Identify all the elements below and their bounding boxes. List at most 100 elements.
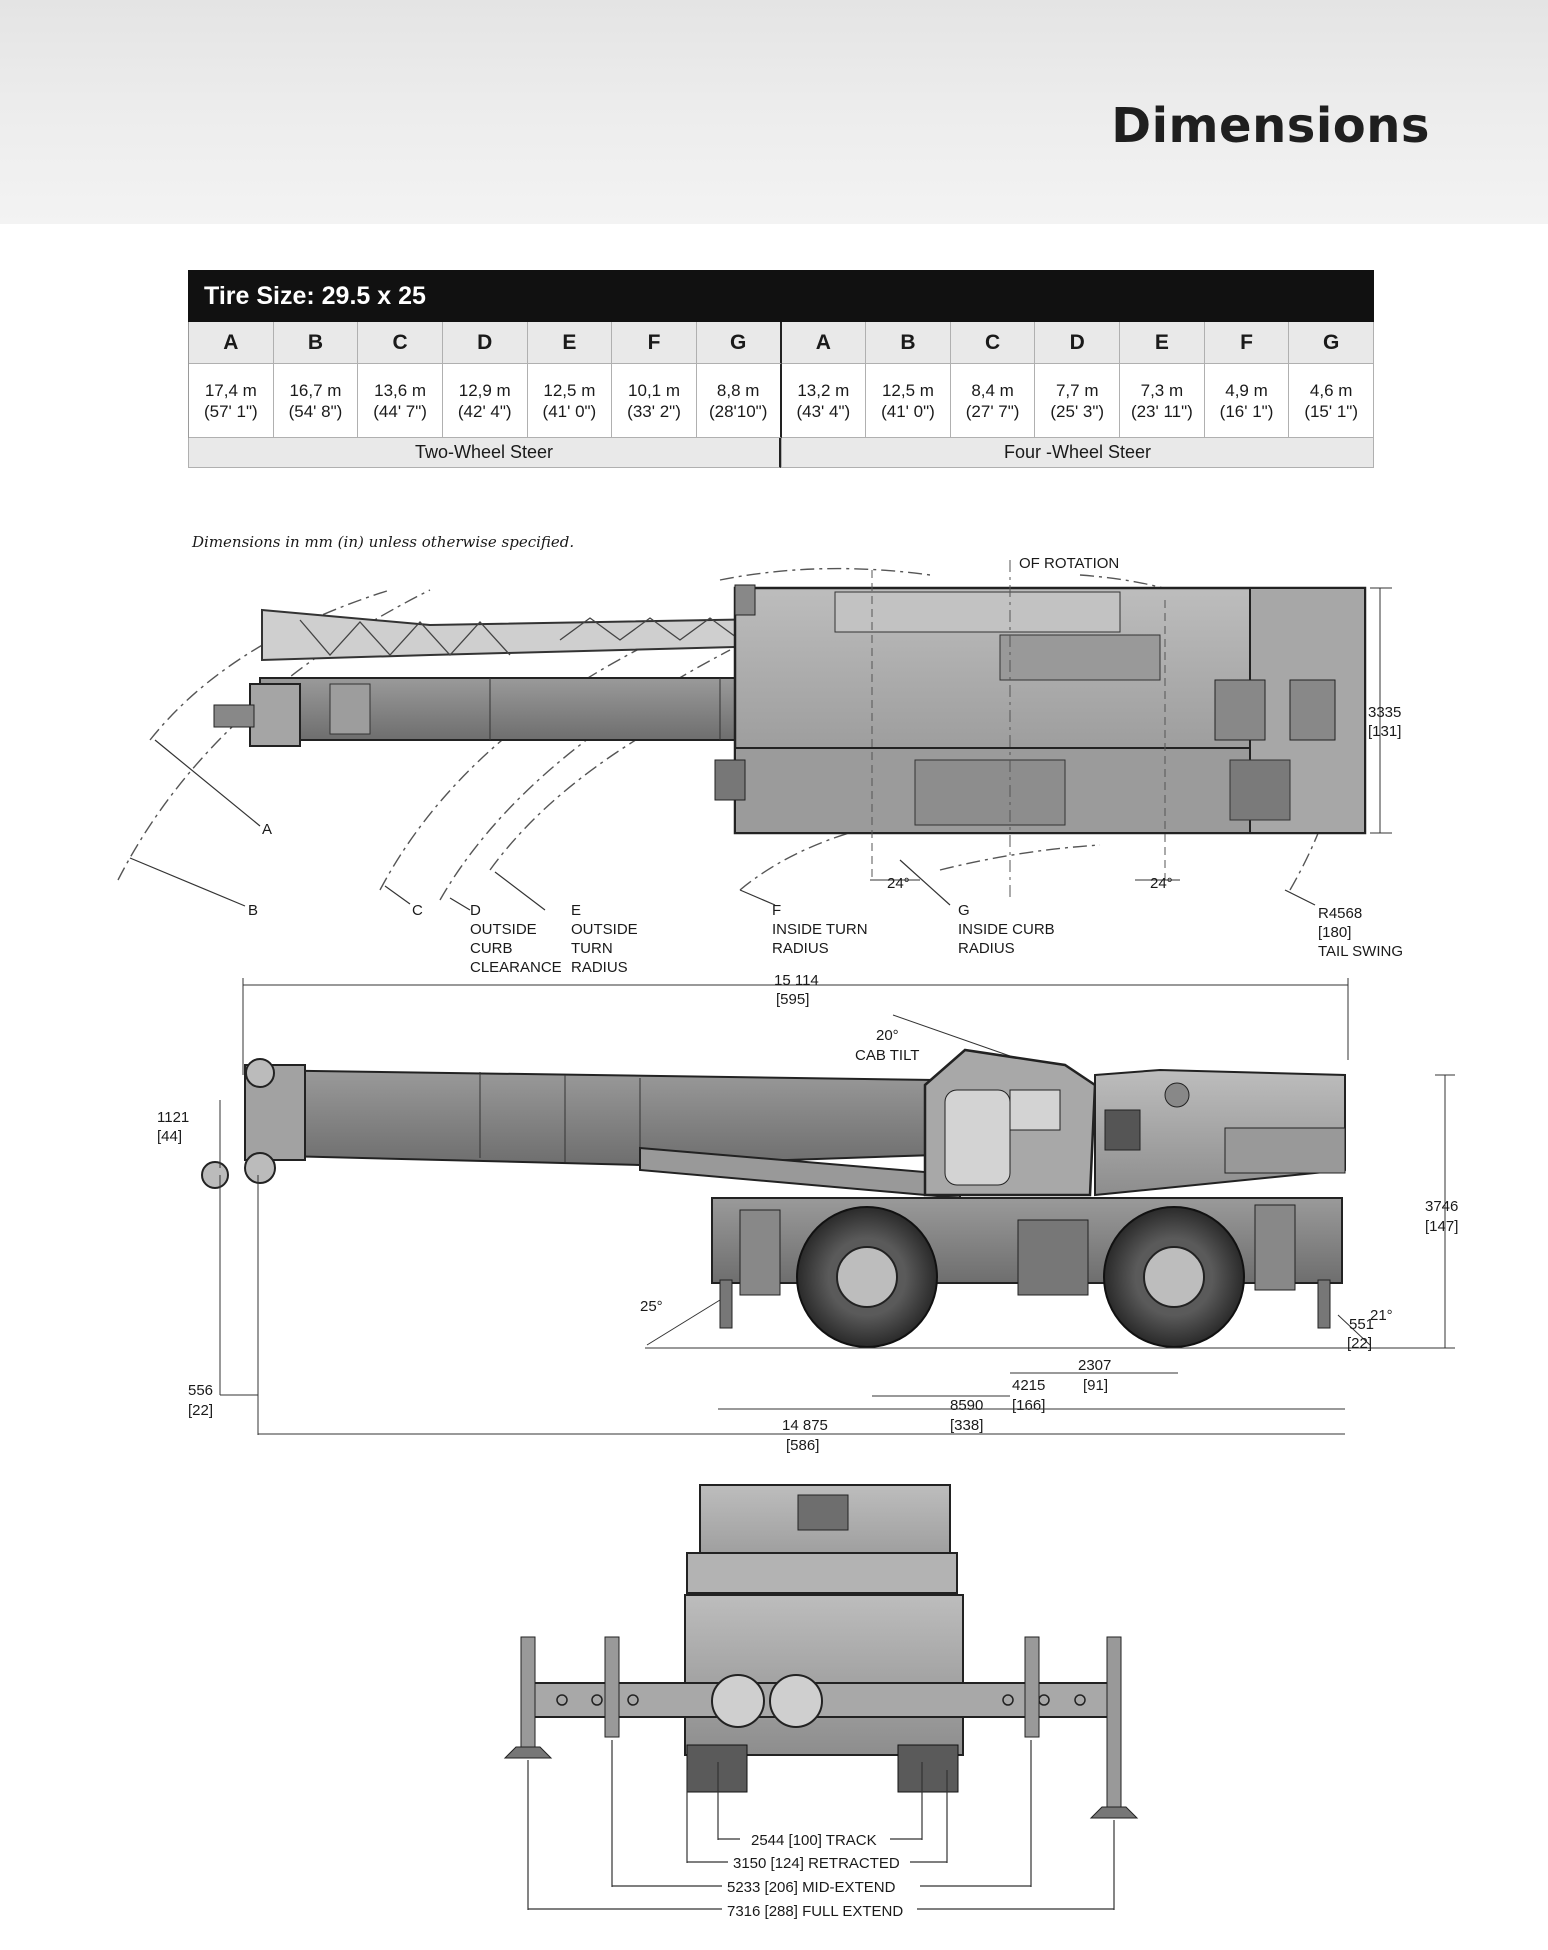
column-header: B xyxy=(273,322,359,364)
column-header: E xyxy=(1120,322,1205,364)
label-d: D xyxy=(470,902,481,919)
metric-value: 4,9 m xyxy=(1225,380,1268,400)
column-header: F xyxy=(612,322,697,364)
overall-length-in: [595] xyxy=(776,991,809,1008)
label-b: B xyxy=(248,902,258,919)
metric-value: 7,3 m xyxy=(1140,380,1184,400)
label-e-line2: OUTSIDE xyxy=(571,921,638,938)
dim-14875-in: [586] xyxy=(786,1437,819,1454)
metric-value: 13,6 m xyxy=(374,380,427,400)
column-header: A xyxy=(781,322,867,364)
side-height-mm: 3746 xyxy=(1425,1198,1458,1215)
imperial-value: (42' 4") xyxy=(457,401,512,421)
label-d-line2: OUTSIDE xyxy=(470,921,537,938)
table-cell: 10,1 m(33' 2") xyxy=(612,364,697,438)
dim-4215-mm: 4215 xyxy=(1012,1377,1045,1394)
column-header: F xyxy=(1204,322,1290,364)
column-header: B xyxy=(866,322,951,364)
four-wheel-steer-label: Four -Wheel Steer xyxy=(781,438,1374,468)
units-note: Dimensions in mm (in) unless otherwise s… xyxy=(192,533,575,551)
imperial-value: (25' 3") xyxy=(1050,401,1105,421)
imperial-value: (16' 1") xyxy=(1219,401,1274,421)
clearance-right-in: [22] xyxy=(1347,1335,1372,1352)
dim-14875-mm: 14 875 xyxy=(782,1417,828,1434)
metric-value: 12,5 m xyxy=(881,380,934,400)
approach-angle: 25° xyxy=(640,1298,663,1315)
cab-tilt-angle: 20° xyxy=(876,1027,899,1044)
table-cell: 7,3 m(23' 11") xyxy=(1120,364,1205,438)
tail-swing-radius: R4568 xyxy=(1318,905,1362,922)
label-f-line3: RADIUS xyxy=(772,940,829,957)
label-d-line4: CLEARANCE xyxy=(470,959,562,976)
tail-swing-in: [180] xyxy=(1318,924,1351,941)
column-header: D xyxy=(1035,322,1121,364)
page-title: Dimensions xyxy=(1111,98,1430,154)
retracted-dim: 3150 [124] RETRACTED xyxy=(733,1855,900,1872)
metric-value: 8,8 m xyxy=(716,380,760,400)
table-cell: 17,4 m(57' 1") xyxy=(189,364,274,438)
table-cell: 12,5 m(41' 0") xyxy=(866,364,951,438)
label-e-line3: TURN xyxy=(571,940,613,957)
metric-value: 17,4 m xyxy=(204,380,257,400)
label-f: F xyxy=(772,902,781,919)
mid-extend-dim: 5233 [206] MID-EXTEND xyxy=(727,1879,896,1896)
steer-row: Two-Wheel Steer Four -Wheel Steer xyxy=(188,438,1374,468)
label-e: E xyxy=(571,902,581,919)
column-header: C xyxy=(358,322,443,364)
metric-value: 10,1 m xyxy=(628,380,681,400)
track-dim: 2544 [100] TRACK xyxy=(751,1832,877,1849)
label-a: A xyxy=(262,821,272,838)
dim-8590-mm: 8590 xyxy=(950,1397,983,1414)
angle-right-label: 24° xyxy=(1150,875,1173,892)
metric-value: 16,7 m xyxy=(289,380,342,400)
column-header: G xyxy=(1289,322,1374,364)
imperial-value: (27' 7") xyxy=(965,401,1020,421)
label-g-line2: INSIDE CURB xyxy=(958,921,1055,938)
column-header: C xyxy=(950,322,1036,364)
top-height-mm: 3335 xyxy=(1368,704,1401,721)
top-height-in: [131] xyxy=(1368,723,1401,740)
label-f-line2: INSIDE TURN xyxy=(772,921,868,938)
imperial-value: (41' 0") xyxy=(881,401,935,421)
table-cell: 13,2 m(43' 4") xyxy=(781,364,867,438)
clearance-right-mm: 551 xyxy=(1349,1316,1374,1333)
cab-tilt-label: CAB TILT xyxy=(855,1047,919,1064)
column-header: E xyxy=(527,322,613,364)
label-g-line3: RADIUS xyxy=(958,940,1015,957)
tire-table-title: Tire Size: 29.5 x 25 xyxy=(188,270,1374,322)
column-header: D xyxy=(442,322,528,364)
imperial-value: (43' 4") xyxy=(796,401,851,421)
table-cell: 16,7 m(54' 8") xyxy=(273,364,359,438)
label-e-line4: RADIUS xyxy=(571,959,628,976)
dim-8590-in: [338] xyxy=(950,1417,983,1434)
dim-2307-mm: 2307 xyxy=(1078,1357,1111,1374)
angle-left-label: 24° xyxy=(887,875,910,892)
metric-value: 13,2 m xyxy=(797,380,850,400)
rear-view: 2544 [100] TRACK 3150 [124] RETRACTED 52… xyxy=(503,1484,1139,1920)
departure-angle: 21° xyxy=(1370,1307,1393,1324)
table-cell: 4,9 m(16' 1") xyxy=(1204,364,1290,438)
table-cell: 13,6 m(44' 7") xyxy=(358,364,443,438)
imperial-value: (23' 11") xyxy=(1130,401,1193,421)
dim-2307-in: [91] xyxy=(1083,1377,1108,1394)
metric-value: 12,5 m xyxy=(543,380,596,400)
imperial-value: (33' 2") xyxy=(627,401,681,421)
side-view: 15 114 [595] 20° CAB TILT xyxy=(157,972,1458,1454)
of-rotation-label: OF ROTATION xyxy=(1019,555,1119,572)
table-cell: 12,5 m(41' 0") xyxy=(527,364,613,438)
metric-value: 7,7 m xyxy=(1055,380,1099,400)
column-header: A xyxy=(189,322,274,364)
metric-value: 4,6 m xyxy=(1309,380,1353,400)
clearance-left-in: [22] xyxy=(188,1402,213,1419)
table-cell: 7,7 m(25' 3") xyxy=(1035,364,1121,438)
imperial-value: (28'10") xyxy=(708,401,768,421)
hook-dim-mm: 1121 xyxy=(157,1109,189,1126)
imperial-value: (54' 8") xyxy=(288,401,343,421)
table-cell: 12,9 m(42' 4") xyxy=(442,364,528,438)
imperial-value: (57' 1") xyxy=(203,401,258,421)
hook-dim-in: [44] xyxy=(157,1128,182,1145)
label-d-line3: CURB xyxy=(470,940,513,957)
imperial-value: (44' 7") xyxy=(373,401,427,421)
